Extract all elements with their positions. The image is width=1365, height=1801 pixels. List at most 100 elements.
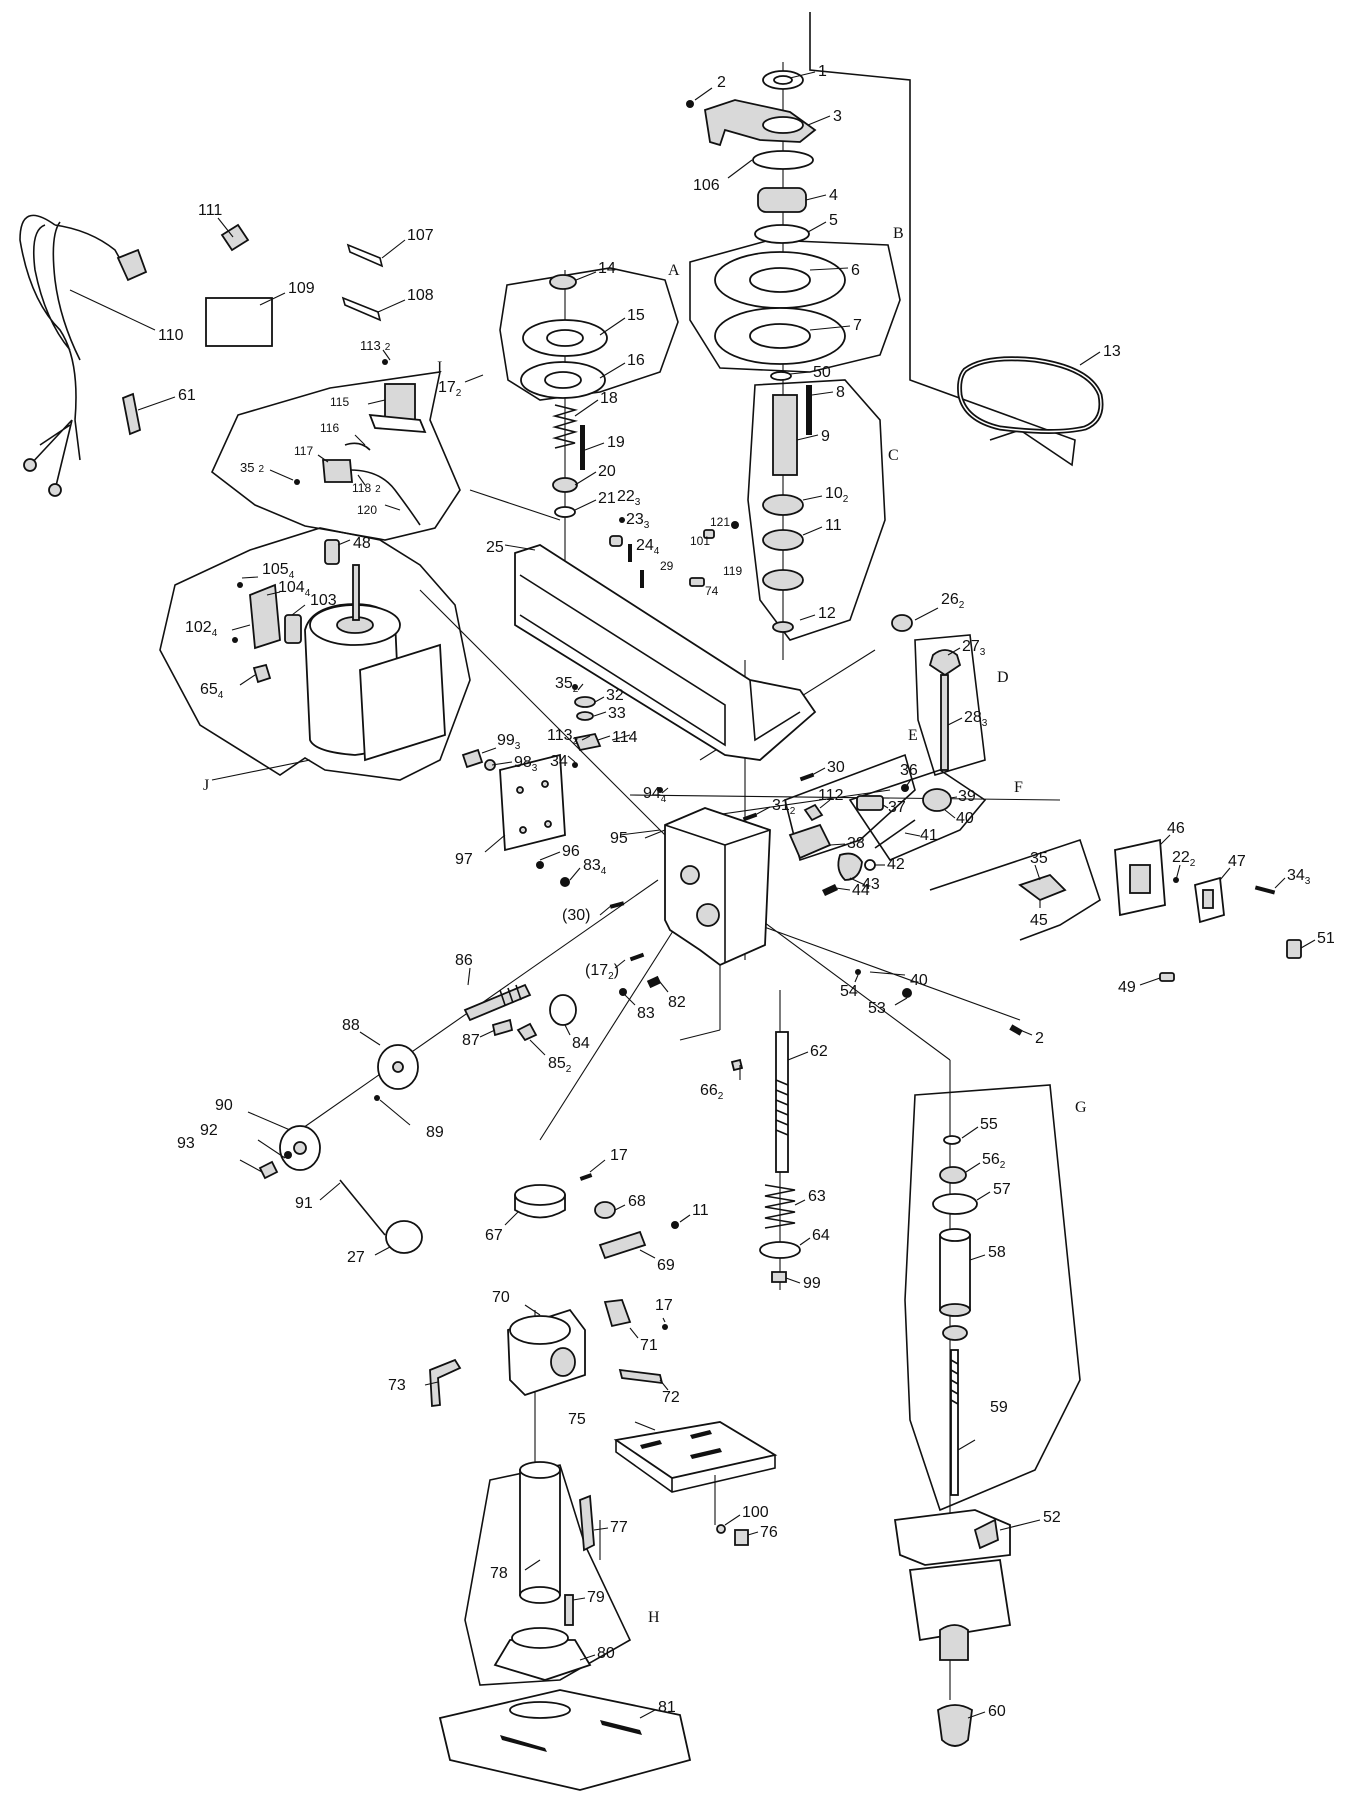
group-label-f: F (1014, 779, 1023, 796)
part-100 (716, 1524, 726, 1534)
part-motor-shaft (352, 564, 360, 621)
part-55 (943, 1135, 961, 1145)
label-43: 43 (862, 876, 880, 893)
label-50: 50 (813, 364, 831, 381)
part-48 (324, 539, 340, 565)
part-64-washer (759, 1241, 801, 1259)
label-104-4: 1044 (278, 579, 311, 599)
label-4: 4 (829, 187, 838, 204)
label-30a: 30 (827, 759, 845, 776)
part-32 (574, 696, 596, 708)
part-12-bearing (762, 569, 804, 591)
label-22-2: 222 (1172, 849, 1196, 869)
label-17-2b: (172) (585, 962, 619, 982)
label-67: 67 (485, 1227, 503, 1244)
label-100: 100 (742, 1504, 769, 1521)
label-113-2b: 1132 (547, 727, 579, 747)
label-32: 32 (606, 687, 624, 704)
label-54: 54 (840, 983, 858, 1000)
part-110-plug (116, 248, 148, 282)
part-56 (939, 1166, 967, 1184)
part-60-chuck-top (939, 1624, 969, 1661)
label-95: 95 (610, 830, 628, 847)
label-108: 108 (407, 287, 434, 304)
part-85 (516, 1022, 538, 1042)
part-45 (1018, 873, 1067, 902)
label-78: 78 (490, 1565, 508, 1582)
label-117: 117 (294, 444, 313, 458)
part-60-chuck (937, 1704, 973, 1747)
label-20: 20 (598, 463, 616, 480)
label-18: 18 (600, 390, 618, 407)
label-66-2: 662 (700, 1082, 724, 1102)
label-59: 59 (990, 1399, 1008, 1416)
label-39: 39 (958, 788, 976, 805)
label-91: 91 (295, 1195, 313, 1212)
label-49: 49 (1118, 979, 1136, 996)
label-34a: 34 (550, 753, 568, 770)
part-25-belt-guard (514, 544, 817, 761)
label-9: 9 (821, 428, 830, 445)
label-105-4: 1054 (262, 561, 295, 581)
part-57 (932, 1193, 978, 1215)
part-39 (922, 788, 952, 812)
part-2-screw (686, 100, 694, 108)
label-16: 16 (627, 352, 645, 369)
label-44: 44 (852, 882, 870, 899)
group-outlines (159, 12, 1101, 1686)
label-57: 57 (993, 1181, 1011, 1198)
outline-group-b (689, 239, 901, 373)
label-27b: 27 (347, 1249, 365, 1266)
part-2b (1009, 1024, 1023, 1036)
part-44 (822, 884, 838, 896)
label-3: 3 (833, 108, 842, 125)
label-96: 96 (562, 843, 580, 860)
part-43 (837, 852, 863, 881)
part-51 (1286, 939, 1302, 959)
part-28-handle (940, 674, 949, 771)
label-86: 86 (455, 952, 473, 969)
part-117 (322, 459, 353, 483)
label-6: 6 (851, 262, 860, 279)
part-96 (536, 861, 544, 869)
part-83a (560, 877, 570, 887)
part-114 (573, 732, 602, 752)
outline-group-d (914, 634, 986, 776)
label-121: 121 (710, 515, 730, 529)
label-25: 25 (486, 539, 504, 556)
label-2b: 2 (1035, 1030, 1044, 1047)
label-47: 47 (1228, 853, 1246, 870)
label-106: 106 (693, 177, 720, 194)
label-79: 79 (587, 1589, 605, 1606)
label-42: 42 (887, 856, 905, 873)
label-26-2: 262 (941, 591, 965, 611)
part-110-cord (19, 214, 126, 421)
part-58-sleeve (939, 1234, 971, 1311)
label-64: 64 (812, 1227, 830, 1244)
part-17b (629, 952, 645, 962)
part-30b (609, 901, 625, 909)
label-37: 37 (888, 799, 906, 816)
label-102-4: 1024 (185, 619, 218, 639)
label-19: 19 (607, 434, 625, 451)
label-leaders (69, 71, 1316, 1719)
label-120: 120 (357, 503, 377, 517)
label-115: 115 (330, 395, 349, 409)
part-112 (803, 803, 824, 822)
part-19-rod (580, 425, 585, 470)
label-55: 55 (980, 1116, 998, 1133)
label-33: 33 (608, 705, 626, 722)
part-49 (1159, 972, 1175, 982)
label-53: 53 (868, 1000, 886, 1017)
part-54 (855, 969, 861, 975)
part-80-flange (493, 1639, 592, 1681)
label-101: 101 (690, 534, 710, 548)
label-22-3: 223 (617, 488, 641, 508)
part-8-key (806, 385, 812, 435)
label-58: 58 (988, 1244, 1006, 1261)
part-103 (284, 614, 302, 644)
part-63-spring (764, 1184, 796, 1229)
label-87: 87 (462, 1032, 480, 1049)
part-labels: 1 2 3 106 4 5 6 7 50 8 9 102 11 12 13 14… (158, 63, 1335, 1720)
